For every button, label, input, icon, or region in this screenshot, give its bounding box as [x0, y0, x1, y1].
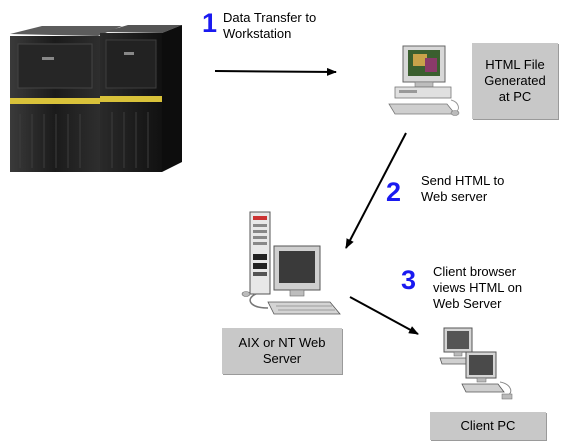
step-2-label: Send HTML to Web server	[421, 173, 505, 204]
arrow-to-client	[349, 296, 419, 335]
html-file-box: HTML File Generated at PC	[472, 43, 558, 119]
step-1-label: Data Transfer to Workstation	[223, 10, 317, 41]
desktop-computer-icon	[388, 45, 460, 116]
ibm-server-rack-icon	[10, 25, 182, 172]
client-computers-icon	[439, 327, 513, 400]
web-server-box: AIX or NT Web Server	[222, 328, 342, 374]
tower-server-computer-icon	[241, 211, 341, 315]
arrow-to-web-server	[345, 132, 407, 249]
step-3-number: 3	[401, 265, 417, 295]
arrow-to-workstation	[214, 67, 337, 76]
step-2-number: 2	[386, 177, 402, 207]
step-1-number: 1	[202, 8, 218, 38]
client-pc-box: Client PC	[430, 412, 546, 440]
step-3-label: Client browser views HTML on Web Server	[433, 264, 523, 311]
